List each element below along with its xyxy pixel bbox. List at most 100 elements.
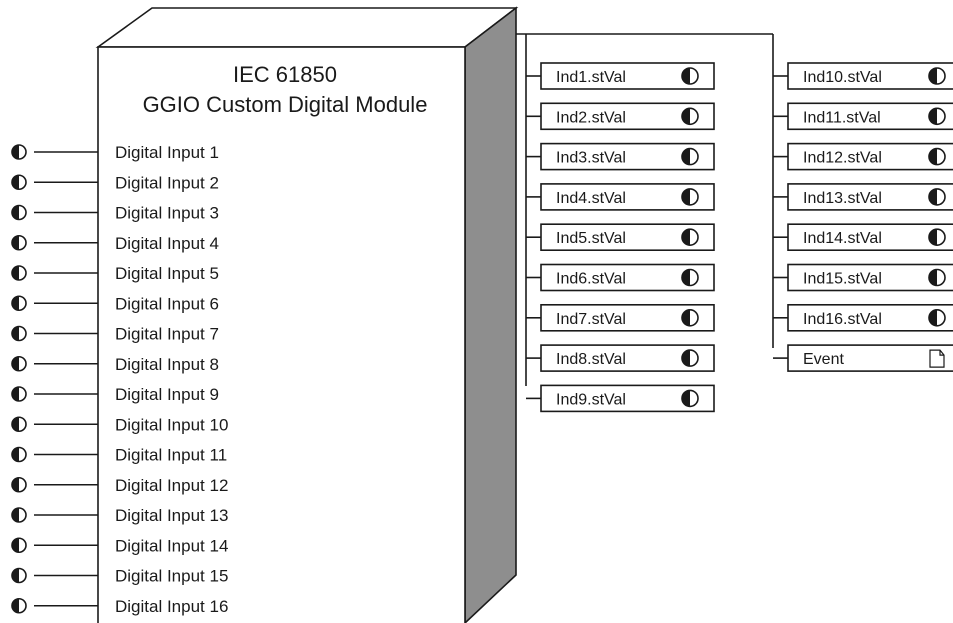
half-filled-circle-icon <box>11 476 27 493</box>
output-register: Event <box>773 344 953 372</box>
half-filled-circle-icon <box>11 234 27 251</box>
input-label: Digital Input 7 <box>115 325 219 344</box>
output-label: Event <box>803 351 844 368</box>
input-label: Digital Input 2 <box>115 173 219 192</box>
output-label: Ind5.stVal <box>556 230 626 247</box>
output-label: Ind11.stVal <box>803 109 881 126</box>
output-label: Ind16.stVal <box>803 311 882 328</box>
output-label: Ind9.stVal <box>556 391 626 408</box>
digital-inputs: Digital Input 1 Digital Input 2 Digital In… <box>11 143 228 616</box>
output-label: Ind2.stVal <box>556 109 626 126</box>
output-register: Ind1.stVal <box>526 62 715 90</box>
input-label: Digital Input 6 <box>115 294 219 313</box>
output-label: Ind3.stVal <box>556 150 626 167</box>
output-register: Ind15.stVal <box>773 263 953 292</box>
output-register: Ind2.stVal <box>526 102 715 131</box>
half-filled-circle-icon <box>681 389 699 408</box>
input-row: Digital Input 2 <box>11 173 219 192</box>
half-filled-circle-icon <box>11 416 27 433</box>
output-register: Ind14.stVal <box>773 223 953 251</box>
half-filled-circle-icon <box>681 268 699 287</box>
input-row: Digital Input 5 <box>11 264 219 283</box>
input-label: Digital Input 11 <box>115 446 227 465</box>
input-row: Digital Input 16 <box>11 597 228 616</box>
input-row: Digital Input 10 <box>11 415 228 434</box>
input-row: Digital Input 15 <box>11 567 228 586</box>
output-box <box>787 263 953 292</box>
output-label: Ind14.stVal <box>803 230 882 247</box>
half-filled-circle-icon <box>11 174 27 191</box>
output-box <box>787 142 953 171</box>
module-front-face <box>97 46 466 623</box>
half-filled-circle-icon <box>11 507 27 523</box>
output-register: Ind11.stVal <box>773 102 953 131</box>
half-filled-circle-icon <box>11 355 27 372</box>
output-label: Ind15.stVal <box>803 271 882 288</box>
input-label: Digital Input 8 <box>115 355 219 374</box>
module-title-line2: GGIO Custom Digital Module <box>143 92 428 117</box>
output-box <box>787 303 953 332</box>
half-filled-circle-icon <box>928 67 946 85</box>
half-filled-circle-icon <box>928 228 946 246</box>
output-register: Ind3.stVal <box>526 142 715 171</box>
input-row: Digital Input 13 <box>11 506 228 525</box>
output-register: Ind9.stVal <box>526 384 715 413</box>
output-box <box>787 62 953 90</box>
output-label: Ind8.stVal <box>556 351 626 368</box>
output-register: Ind10.stVal <box>773 62 953 90</box>
output-register: Ind4.stVal <box>526 183 715 211</box>
output-register: Ind5.stVal <box>526 223 715 251</box>
input-label: Digital Input 5 <box>115 264 219 283</box>
half-filled-circle-icon <box>681 228 699 246</box>
half-filled-circle-icon <box>681 147 699 166</box>
document-icon <box>929 349 945 368</box>
output-box <box>540 223 715 251</box>
output-label: Ind1.stVal <box>556 69 626 86</box>
input-label: Digital Input 1 <box>115 143 219 162</box>
module-side-face <box>464 6 517 623</box>
input-row: Digital Input 3 <box>11 204 219 223</box>
half-filled-circle-icon <box>928 268 946 287</box>
output-label: Ind4.stVal <box>556 190 626 207</box>
input-label: Digital Input 14 <box>115 536 228 555</box>
input-row: Digital Input 4 <box>11 234 219 253</box>
half-filled-circle-icon <box>681 188 699 206</box>
input-row: Digital Input 8 <box>11 355 219 374</box>
half-filled-circle-icon <box>11 597 27 614</box>
output-register: Ind16.stVal <box>773 303 953 332</box>
half-filled-circle-icon <box>11 325 27 342</box>
input-label: Digital Input 13 <box>115 506 228 525</box>
half-filled-circle-icon <box>11 295 27 312</box>
input-label: Digital Input 4 <box>115 234 219 253</box>
input-label: Digital Input 10 <box>115 415 228 434</box>
module-block: IEC 61850 GGIO Custom Digital Module <box>95 6 519 623</box>
output-register: Ind13.stVal <box>773 183 953 211</box>
half-filled-circle-icon <box>11 386 27 402</box>
half-filled-circle-icon <box>11 567 27 584</box>
input-row: Digital Input 12 <box>11 476 228 495</box>
output-box <box>787 102 953 131</box>
module-title-line1: IEC 61850 <box>233 62 337 87</box>
half-filled-circle-icon <box>11 446 27 463</box>
output-label: Ind10.stVal <box>803 69 882 86</box>
input-row: Digital Input 6 <box>11 294 219 313</box>
output-register: Ind12.stVal <box>773 142 953 171</box>
input-label: Digital Input 12 <box>115 476 228 495</box>
half-filled-circle-icon <box>928 308 946 327</box>
input-row: Digital Input 7 <box>11 325 219 344</box>
half-filled-circle-icon <box>928 107 946 126</box>
half-filled-circle-icon <box>681 349 699 367</box>
output-register: Ind8.stVal <box>526 344 715 372</box>
input-label: Digital Input 9 <box>115 385 219 404</box>
output-box <box>787 344 953 372</box>
output-registers: Ind1.stValInd2.stValInd3.stValInd4.stVal… <box>516 33 953 413</box>
input-label: Digital Input 3 <box>115 204 219 223</box>
output-label: Ind7.stVal <box>556 311 626 328</box>
half-filled-circle-icon <box>928 188 946 206</box>
input-row: Digital Input 11 <box>11 446 227 465</box>
output-box <box>787 223 953 251</box>
half-filled-circle-icon <box>11 144 27 160</box>
module-top-face <box>95 7 519 48</box>
half-filled-circle-icon <box>11 265 27 281</box>
